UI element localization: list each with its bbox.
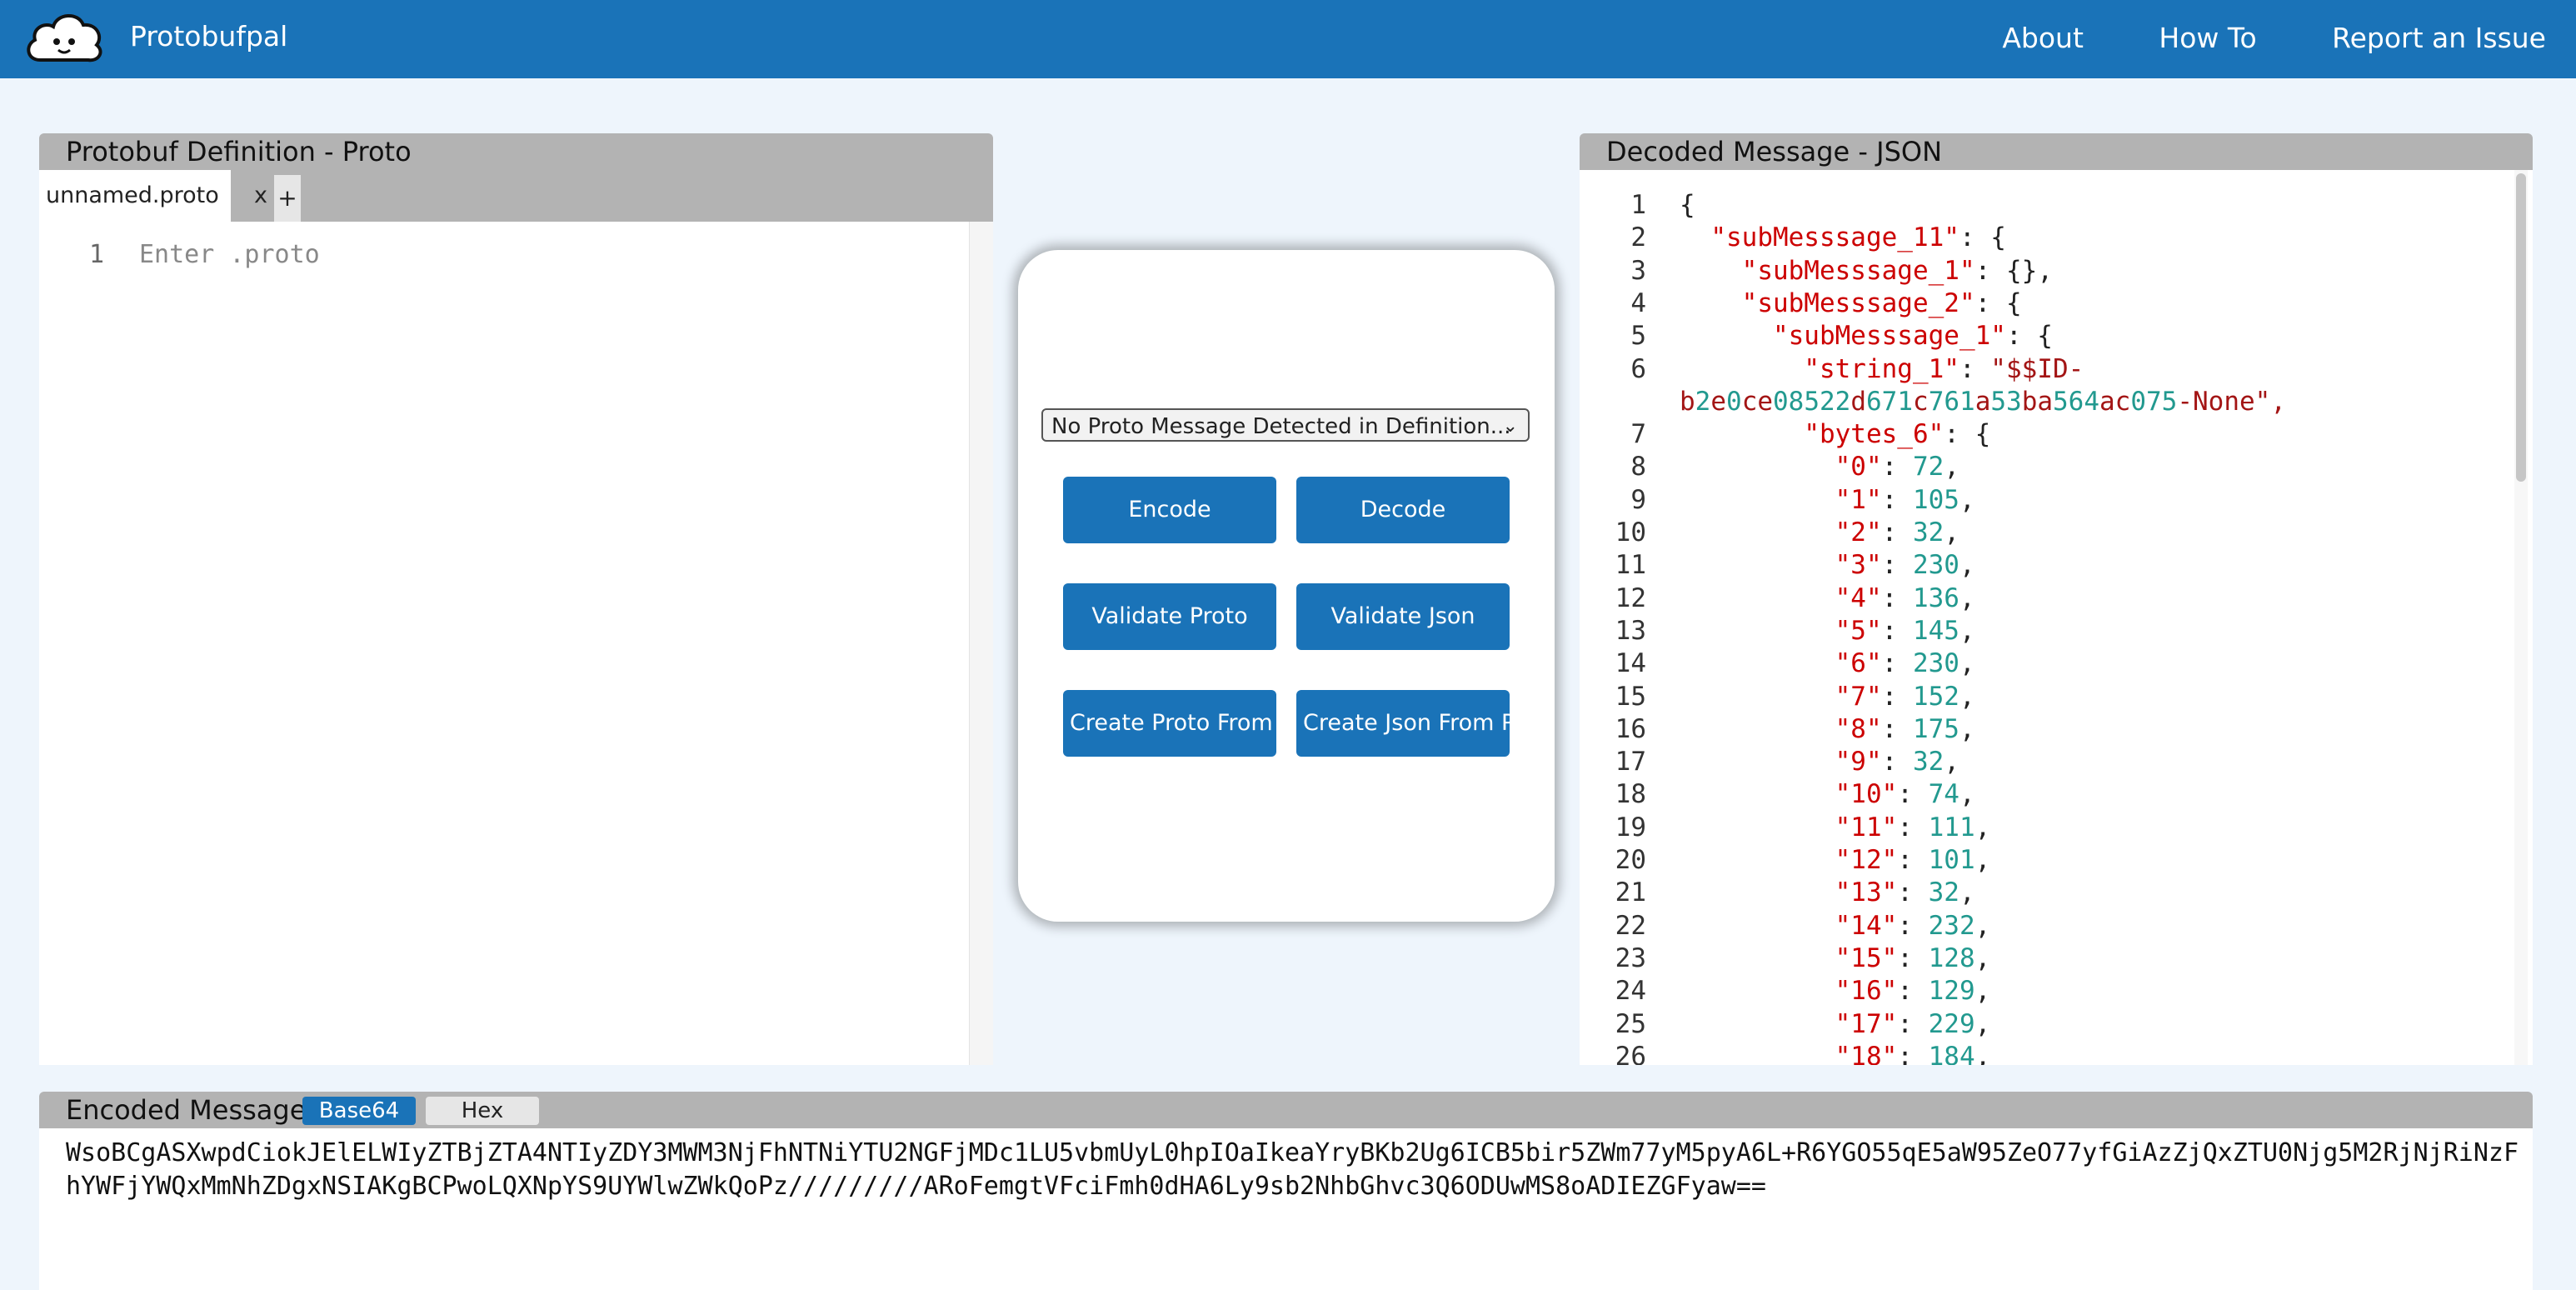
json-line-number: 2 bbox=[1630, 222, 1646, 253]
chevron-down-icon: ⌄ bbox=[1502, 416, 1518, 437]
json-line-number: 10 bbox=[1615, 518, 1646, 548]
json-line: "7": 152, bbox=[1835, 681, 1975, 712]
nav-howto-link[interactable]: How To bbox=[2159, 22, 2257, 54]
json-line-number: 22 bbox=[1615, 910, 1646, 941]
json-line: "14": 232, bbox=[1835, 910, 1991, 941]
json-line: "3": 230, bbox=[1835, 550, 1975, 581]
json-line-number: 8 bbox=[1630, 452, 1646, 482]
encode-button[interactable]: Encode bbox=[1063, 477, 1276, 543]
message-type-select[interactable]: No Proto Message Detected in Definition.… bbox=[1041, 408, 1530, 442]
json-line: "subMesssage_2": { bbox=[1741, 288, 2022, 318]
proto-panel-header: Protobuf Definition - Proto bbox=[39, 133, 993, 170]
json-line: "10": 74, bbox=[1835, 779, 1975, 810]
json-line: b2e0ce08522d671c761a53ba564ac075-None", bbox=[1680, 386, 2286, 417]
json-panel-header: Decoded Message - JSON bbox=[1580, 133, 2533, 170]
encoded-panel-title: Encoded Message bbox=[66, 1094, 307, 1126]
brand-name[interactable]: Protobufpal bbox=[130, 20, 288, 52]
json-line: "8": 175, bbox=[1835, 713, 1975, 744]
tab-label: unnamed.proto bbox=[46, 182, 219, 208]
json-line: "subMesssage_1": {}, bbox=[1741, 255, 2053, 286]
controls-card: No Proto Message Detected in Definition.… bbox=[1018, 250, 1555, 922]
json-line: "6": 230, bbox=[1835, 648, 1975, 679]
json-line-number: 11 bbox=[1615, 550, 1646, 581]
json-scroll-thumb[interactable] bbox=[2516, 173, 2526, 482]
json-line: "13": 32, bbox=[1835, 878, 1975, 908]
select-value: No Proto Message Detected in Definition.… bbox=[1051, 414, 1511, 439]
json-line-number: 9 bbox=[1630, 484, 1646, 515]
json-line: "16": 129, bbox=[1835, 976, 1991, 1007]
encoded-message-value: WsoBCgASXwpdCiokJElELWIyZTBjZTA4NTIyZDY3… bbox=[66, 1138, 2519, 1201]
proto-panel-title: Protobuf Definition - Proto bbox=[66, 136, 412, 168]
json-line-number: 13 bbox=[1615, 615, 1646, 646]
nav-links: About How To Report an Issue bbox=[1935, 22, 2546, 54]
json-line: "bytes_6": { bbox=[1804, 419, 1991, 450]
json-line-number: 7 bbox=[1630, 419, 1646, 450]
json-line-number: 24 bbox=[1615, 976, 1646, 1007]
json-line: "subMesssage_11": { bbox=[1710, 222, 2006, 253]
json-scrollbar[interactable] bbox=[2514, 170, 2528, 1065]
navbar: Protobufpal About How To Report an Issue bbox=[0, 0, 2576, 78]
base64-toggle[interactable]: Base64 bbox=[302, 1097, 416, 1125]
json-line: "15": 128, bbox=[1835, 942, 1991, 973]
json-line-number: 14 bbox=[1615, 648, 1646, 679]
decode-button[interactable]: Decode bbox=[1296, 477, 1510, 543]
json-line-number: 5 bbox=[1630, 321, 1646, 352]
json-line: "1": 105, bbox=[1835, 484, 1975, 515]
json-line-number: 16 bbox=[1615, 713, 1646, 744]
json-line: "18": 184, bbox=[1835, 1041, 1991, 1065]
add-tab-button[interactable]: + bbox=[274, 175, 301, 222]
json-line: "5": 145, bbox=[1835, 615, 1975, 646]
json-line: "9": 32, bbox=[1835, 747, 1959, 778]
json-line-number: 12 bbox=[1615, 582, 1646, 613]
json-line: "11": 111, bbox=[1835, 812, 1991, 842]
tab-unnamed-proto[interactable]: unnamed.proto bbox=[39, 170, 231, 222]
json-line: "0": 72, bbox=[1835, 452, 1959, 482]
editor-scroll-strip bbox=[969, 222, 993, 1065]
tab-close-icon[interactable]: x bbox=[254, 182, 267, 208]
validate-json-button[interactable]: Validate Json bbox=[1296, 583, 1510, 650]
json-line: "subMesssage_1": { bbox=[1772, 321, 2053, 352]
json-editor[interactable]: 1 {2 "subMesssage_11": { 3 "subMesssage_1"… bbox=[1580, 170, 2533, 1065]
json-line-number: 18 bbox=[1615, 779, 1646, 810]
json-line-number: 20 bbox=[1615, 845, 1646, 875]
json-line-number: 1 bbox=[1630, 190, 1646, 220]
json-panel-title: Decoded Message - JSON bbox=[1606, 136, 1942, 168]
json-line-number: 21 bbox=[1615, 878, 1646, 908]
json-line: "17": 229, bbox=[1835, 1008, 1991, 1039]
json-line: "2": 32, bbox=[1835, 518, 1959, 548]
json-line: { bbox=[1680, 190, 1695, 220]
json-line-number: 6 bbox=[1630, 353, 1646, 384]
json-line-number: 17 bbox=[1615, 747, 1646, 778]
json-line-number: 15 bbox=[1615, 681, 1646, 712]
nav-report-issue-link[interactable]: Report an Issue bbox=[2332, 22, 2546, 54]
proto-editor[interactable]: 1 Enter .proto bbox=[39, 222, 993, 1065]
encoded-message-field[interactable]: WsoBCgASXwpdCiokJElELWIyZTBjZTA4NTIyZDY3… bbox=[39, 1128, 2533, 1290]
proto-editor-placeholder: Enter .proto bbox=[139, 240, 320, 269]
json-line: "12": 101, bbox=[1835, 845, 1991, 875]
create-json-from-proto-button[interactable]: Create Json From Pr bbox=[1296, 690, 1510, 757]
cloud-logo-icon[interactable] bbox=[23, 8, 105, 65]
proto-tab-bar: unnamed.proto x + bbox=[39, 170, 993, 222]
json-line-number: 26 bbox=[1615, 1041, 1646, 1065]
json-line-number: 19 bbox=[1615, 812, 1646, 842]
nav-about-link[interactable]: About bbox=[2002, 22, 2084, 54]
json-line-number: 3 bbox=[1630, 255, 1646, 286]
json-line-number: 4 bbox=[1630, 288, 1646, 318]
create-proto-from-json-button[interactable]: Create Proto From J bbox=[1063, 690, 1276, 757]
validate-proto-button[interactable]: Validate Proto bbox=[1063, 583, 1276, 650]
hex-toggle[interactable]: Hex bbox=[426, 1097, 539, 1125]
json-line: "4": 136, bbox=[1835, 582, 1975, 613]
json-line-number: 23 bbox=[1615, 942, 1646, 973]
line-number: 1 bbox=[89, 240, 105, 269]
json-line: "string_1": "$$ID- bbox=[1804, 353, 2084, 384]
encoded-panel-header: Encoded Message Base64 Hex bbox=[39, 1092, 2533, 1128]
json-line-number: 25 bbox=[1615, 1008, 1646, 1039]
